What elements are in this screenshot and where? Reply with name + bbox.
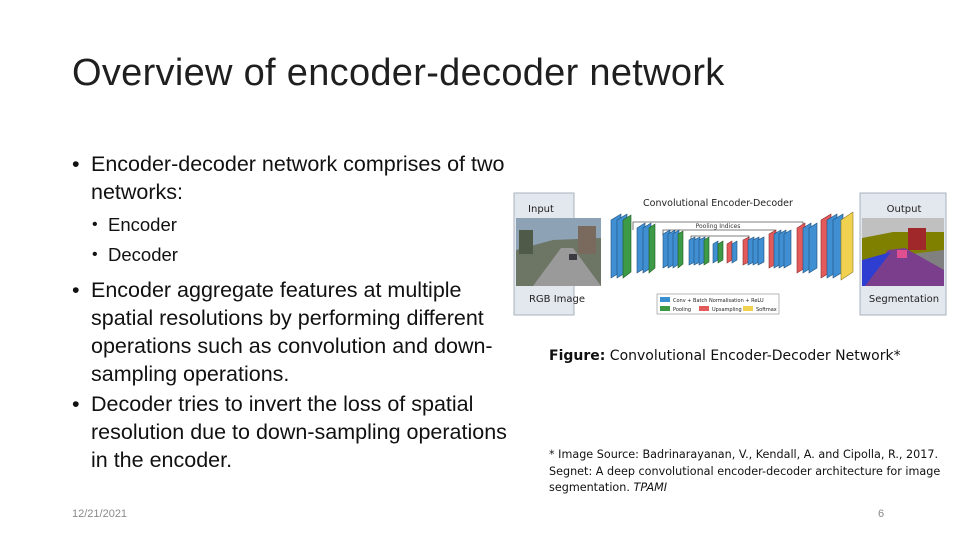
output-label: Output bbox=[887, 204, 922, 215]
figure-caption: Figure: Convolutional Encoder-Decoder Ne… bbox=[549, 348, 901, 364]
encoder-decoder-blocks bbox=[610, 211, 854, 281]
figure-caption-text: Convolutional Encoder-Decoder Network* bbox=[605, 348, 901, 364]
legend-label-pooling: Pooling bbox=[673, 307, 691, 313]
page-number: 6 bbox=[878, 508, 885, 520]
slide-title: Overview of encoder-decoder network bbox=[72, 52, 725, 94]
pooling-indices-label: Pooling Indices bbox=[696, 223, 741, 230]
bullet-item: Decoder tries to invert the loss of spat… bbox=[72, 390, 512, 474]
segmentation-label: Segmentation bbox=[869, 294, 939, 305]
footer-date: 12/21/2021 bbox=[72, 508, 128, 520]
citation-venue: TPAMI bbox=[633, 481, 668, 494]
figure-caption-prefix: Figure: bbox=[549, 348, 606, 364]
legend-swatch-conv bbox=[660, 297, 670, 302]
legend-swatch-softmax bbox=[743, 306, 753, 311]
rgb-image-label: RGB Image bbox=[529, 294, 585, 305]
legend-swatch-pooling bbox=[660, 306, 670, 311]
image-source-citation: * Image Source: Badrinarayanan, V., Kend… bbox=[549, 447, 949, 497]
input-label: Input bbox=[528, 204, 554, 215]
network-label: Convolutional Encoder-Decoder bbox=[643, 198, 793, 209]
sub-bullet-item: Decoder bbox=[72, 240, 512, 270]
bullet-list: Encoder-decoder network comprises of two… bbox=[72, 150, 512, 474]
bullet-item: Encoder-decoder network comprises of two… bbox=[72, 150, 512, 206]
segmentation-map bbox=[862, 218, 944, 286]
legend-label-upsampling: Upsampling bbox=[712, 307, 742, 313]
figure-legend: Conv + Batch Normalisation + ReLU Poolin… bbox=[656, 293, 780, 315]
citation-text: * Image Source: Badrinarayanan, V., Kend… bbox=[549, 448, 941, 494]
segnet-architecture-figure: Input RGB Image Convolutional Encoder-De… bbox=[513, 192, 947, 316]
bullet-item: Encoder aggregate features at multiple s… bbox=[72, 276, 512, 388]
street-photo bbox=[516, 218, 601, 286]
legend-swatch-upsampling bbox=[699, 306, 709, 311]
legend-label-softmax: Softmax bbox=[756, 307, 777, 313]
legend-label-conv: Conv + Batch Normalisation + ReLU bbox=[673, 298, 764, 304]
sub-bullet-item: Encoder bbox=[72, 210, 512, 240]
